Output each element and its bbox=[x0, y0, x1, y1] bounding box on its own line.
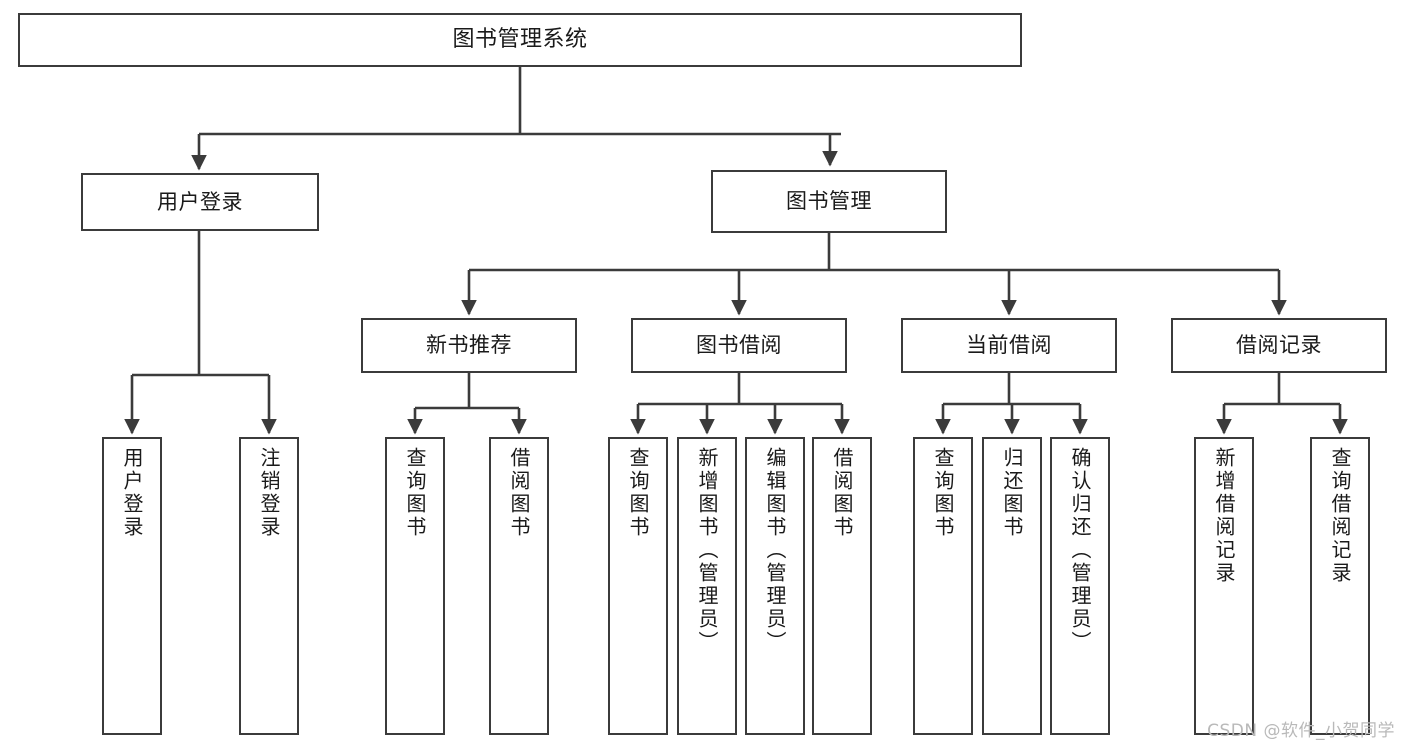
node-book-manage-label: 图书管理 bbox=[786, 189, 872, 214]
csdn-watermark: CSDN @软件_小贺同学 bbox=[1207, 721, 1395, 741]
node-book-manage[interactable]: 图书管理 bbox=[711, 170, 947, 233]
leaf-current-borrow-return[interactable]: 归还图书 bbox=[982, 437, 1042, 735]
node-book-borrow-label: 图书借阅 bbox=[696, 333, 782, 358]
leaf-book-borrow-edit[interactable]: 编辑图书（管理员） bbox=[745, 437, 805, 735]
leaf-book-borrow-add[interactable]: 新增图书（管理员） bbox=[677, 437, 737, 735]
leaf-current-borrow-confirm-label: 确认归还（管理员） bbox=[1068, 447, 1092, 654]
node-user-login[interactable]: 用户登录 bbox=[81, 173, 319, 231]
leaf-book-borrow-add-label: 新增图书（管理员） bbox=[695, 447, 719, 654]
leaf-new-book-borrow[interactable]: 借阅图书 bbox=[489, 437, 549, 735]
node-borrow-record-label: 借阅记录 bbox=[1236, 333, 1322, 358]
node-root-label: 图书管理系统 bbox=[452, 27, 588, 53]
leaf-new-book-query[interactable]: 查询图书 bbox=[385, 437, 445, 735]
node-current-borrow[interactable]: 当前借阅 bbox=[901, 318, 1117, 373]
leaf-current-borrow-query-label: 查询图书 bbox=[931, 447, 955, 539]
leaf-book-borrow-borrow-label: 借阅图书 bbox=[830, 447, 854, 539]
leaf-user-login-login-label: 用户登录 bbox=[120, 447, 144, 539]
leaf-user-login-logout[interactable]: 注销登录 bbox=[239, 437, 299, 735]
node-book-borrow[interactable]: 图书借阅 bbox=[631, 318, 847, 373]
leaf-user-login-login[interactable]: 用户登录 bbox=[102, 437, 162, 735]
leaf-current-borrow-return-label: 归还图书 bbox=[1000, 447, 1024, 539]
leaf-user-login-logout-label: 注销登录 bbox=[257, 447, 281, 539]
leaf-book-borrow-borrow[interactable]: 借阅图书 bbox=[812, 437, 872, 735]
node-root[interactable]: 图书管理系统 bbox=[18, 13, 1022, 67]
leaf-new-book-query-label: 查询图书 bbox=[403, 447, 427, 539]
leaf-book-borrow-query[interactable]: 查询图书 bbox=[608, 437, 668, 735]
node-borrow-record[interactable]: 借阅记录 bbox=[1171, 318, 1387, 373]
leaf-current-borrow-query[interactable]: 查询图书 bbox=[913, 437, 973, 735]
leaf-book-borrow-query-label: 查询图书 bbox=[626, 447, 650, 539]
node-current-borrow-label: 当前借阅 bbox=[966, 333, 1052, 358]
leaf-borrow-record-add-label: 新增借阅记录 bbox=[1212, 447, 1236, 585]
leaf-current-borrow-confirm[interactable]: 确认归还（管理员） bbox=[1050, 437, 1110, 735]
leaf-new-book-borrow-label: 借阅图书 bbox=[507, 447, 531, 539]
leaf-borrow-record-query-label: 查询借阅记录 bbox=[1328, 447, 1352, 585]
leaf-borrow-record-add[interactable]: 新增借阅记录 bbox=[1194, 437, 1254, 735]
node-new-book-recommend-label: 新书推荐 bbox=[426, 333, 512, 358]
leaf-book-borrow-edit-label: 编辑图书（管理员） bbox=[763, 447, 787, 654]
leaf-borrow-record-query[interactable]: 查询借阅记录 bbox=[1310, 437, 1370, 735]
node-user-login-label: 用户登录 bbox=[157, 189, 243, 214]
node-new-book-recommend[interactable]: 新书推荐 bbox=[361, 318, 577, 373]
